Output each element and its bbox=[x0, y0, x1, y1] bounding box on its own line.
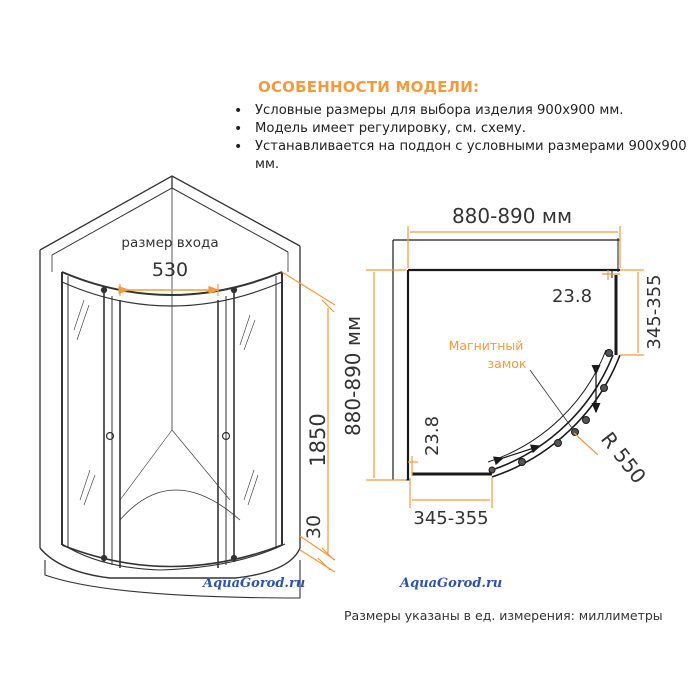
perspective-view bbox=[39, 175, 301, 599]
features-block: ОСОБЕННОСТИ МОДЕЛИ: Условные размеры для… bbox=[230, 78, 690, 174]
profile-top-label: 23.8 bbox=[552, 286, 592, 307]
radius-label: R 550 bbox=[596, 427, 651, 488]
depth-label: 880-890 мм bbox=[341, 316, 365, 436]
magnet-label-line1: Магнитный bbox=[449, 338, 524, 353]
side-adjust-top-label: 345-355 bbox=[644, 274, 665, 349]
side-adjust-top-dimension bbox=[620, 269, 644, 356]
features-item: Условные размеры для выбора изделия 900х… bbox=[230, 102, 690, 120]
height-label: 1850 bbox=[306, 413, 330, 466]
width-dimension bbox=[407, 226, 621, 268]
magnet-label-line2: замок bbox=[488, 356, 527, 371]
features-title: ОСОБЕННОСТИ МОДЕЛИ: bbox=[258, 78, 480, 96]
features-item: Устанавливается на поддон с условными ра… bbox=[230, 138, 690, 174]
adjust-arrows bbox=[492, 364, 601, 466]
side-adjust-bottom-label: 345-355 bbox=[413, 508, 488, 529]
profile-top-dimension bbox=[602, 270, 620, 280]
tray-height-label: 30 bbox=[303, 515, 325, 539]
width-label: 880-890 мм bbox=[452, 204, 572, 228]
side-adjust-bottom-dimension bbox=[409, 478, 493, 508]
watermark-logo: AquaGorod.ru bbox=[203, 576, 306, 591]
profile-left-label: 23.8 bbox=[422, 416, 443, 456]
profile-left-dimension bbox=[408, 456, 418, 476]
entrance-width-label: 530 bbox=[152, 259, 188, 281]
height-dimension bbox=[281, 271, 336, 573]
watermark-logo: AquaGorod.ru bbox=[400, 576, 503, 591]
units-note: Размеры указаны в ед. измерения: миллиме… bbox=[344, 608, 663, 623]
depth-dimension bbox=[366, 269, 406, 481]
entrance-label: размер входа bbox=[121, 235, 218, 251]
features-list: Условные размеры для выбора изделия 900х… bbox=[230, 102, 690, 174]
features-item: Модель имеет регулировку, см. схему. bbox=[230, 120, 690, 138]
entrance-dimension: размер входа 530 bbox=[118, 235, 220, 296]
